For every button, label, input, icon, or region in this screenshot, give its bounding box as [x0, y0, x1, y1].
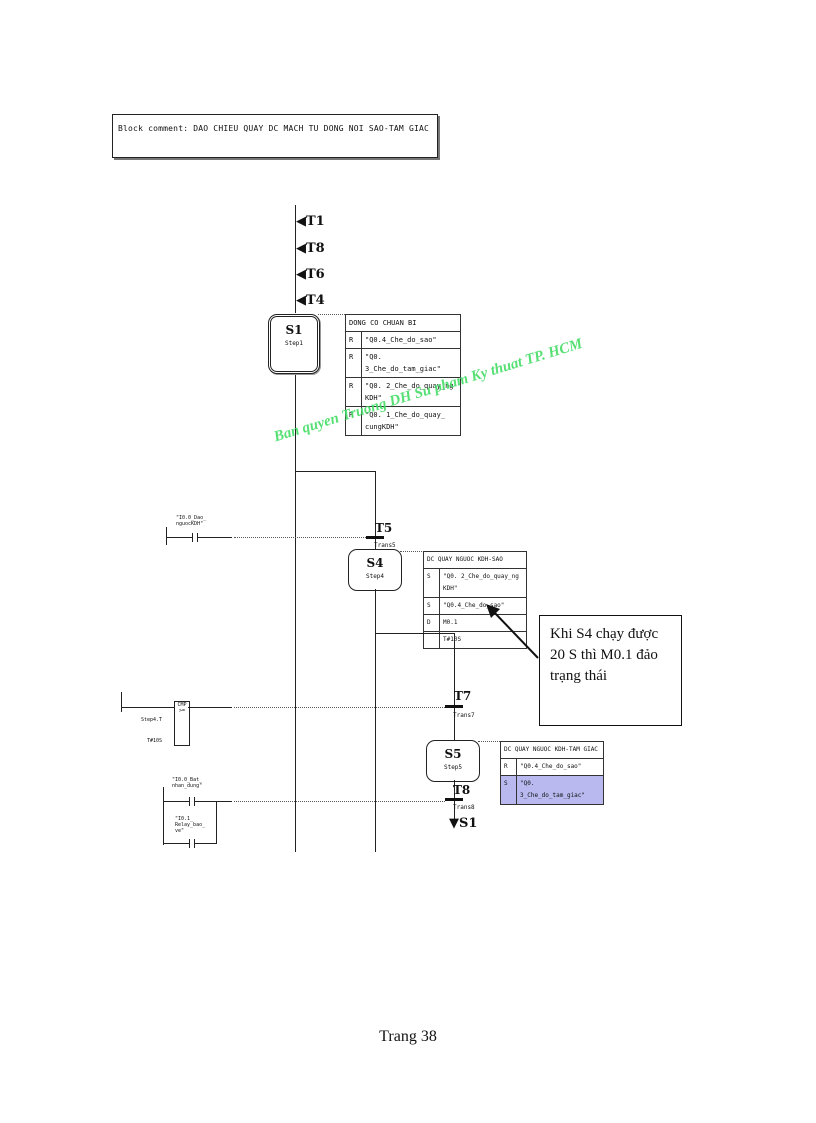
jump-in-t6-label: T6: [306, 267, 325, 282]
t7-wire-b: [188, 707, 232, 708]
step-s4-name: S4: [366, 556, 384, 570]
action-operand: "Q0.4_Che_do_sao": [516, 758, 604, 776]
transition-t5-sub: Trans5: [374, 542, 396, 549]
action-operand: "Q0. 2_Che_do_quay_ng KDH": [439, 568, 527, 598]
t8-contact-2[interactable]: [189, 839, 195, 848]
jump-in-t1[interactable]: ◀T1: [296, 214, 325, 229]
t8-wire-d: [195, 843, 216, 844]
jump-out-s1-label: S1: [459, 816, 478, 831]
jump-out-s1[interactable]: ▼S1: [449, 816, 478, 831]
t7-input-2: T#10S: [147, 738, 163, 744]
jump-in-t6[interactable]: ◀T6: [296, 267, 325, 282]
action-row[interactable]: R"Q0.4_Che_do_sao": [345, 331, 461, 349]
action-row[interactable]: R"Q0. 1_Che_do_quay_ cungKDH": [345, 406, 461, 436]
transition-t5-bar[interactable]: [366, 536, 384, 539]
t8-contact-1-label: "I0.0_Bat_ nhan_dung": [172, 777, 203, 789]
jump-in-t4[interactable]: ◀T4: [296, 293, 325, 308]
t8-condition-link: [234, 801, 445, 802]
branch-line-t5: [295, 471, 375, 472]
s4-line-down: [375, 589, 376, 852]
action-qualifier: D: [423, 614, 440, 632]
step-s5[interactable]: S5 Step5: [426, 740, 480, 782]
action-operand: "Q0.4_Che_do_sao": [361, 331, 461, 349]
t5-contact-label: "I0.0_Dao_ nguocKDH": [176, 515, 207, 527]
t8-right-rail: [216, 801, 217, 844]
action-table-s1: DONG CO CHUAN BI R"Q0.4_Che_do_sao" R"Q0…: [345, 314, 461, 436]
sequence-line-main: [295, 205, 296, 313]
action-row-selected[interactable]: S"Q0. 3_Che_do_tam_giac": [500, 775, 604, 805]
step-s4-action-link: [400, 551, 424, 552]
page-number: Trang 38: [379, 1028, 437, 1045]
action-qualifier: R: [345, 331, 362, 349]
action-table-s4-title: DC QUAY NGUOC KDH-SAO: [423, 551, 527, 569]
transition-t7-bar[interactable]: [445, 705, 463, 708]
t8-contact-1[interactable]: [189, 797, 195, 806]
callout-arrow: [486, 604, 539, 659]
jump-in-t1-label: T1: [306, 214, 325, 229]
action-qualifier: S: [500, 775, 517, 805]
step-s1[interactable]: S1 Step1: [268, 314, 320, 374]
action-row[interactable]: R"Q0.4_Che_do_sao": [500, 758, 604, 776]
step-s4-sub: Step4: [365, 573, 385, 580]
t7-cmp-label: CMP >=: [177, 702, 187, 714]
step-s1-sub: Step1: [284, 340, 304, 347]
branch-line-t5-down: [375, 471, 376, 549]
t5-contact[interactable]: [192, 533, 198, 542]
action-table-s4: DC QUAY NGUOC KDH-SAO S"Q0. 2_Che_do_qua…: [423, 551, 527, 649]
action-table-s1-title: DONG CO CHUAN BI: [345, 314, 461, 332]
action-table-s5: DC QUAY NGUOC KDH-TAM GIAC R"Q0.4_Che_do…: [500, 741, 604, 805]
transition-t8-sub: Trans8: [453, 804, 475, 811]
block-comment-box: Block comment: DAO CHIEU QUAY DC MACH TU…: [112, 114, 438, 158]
t8-wire-b: [195, 801, 232, 802]
jump-in-t4-label: T4: [306, 293, 325, 308]
branch-line-t7-down: [454, 633, 455, 740]
branch-line-t7: [375, 633, 454, 634]
step-s5-sub: Step5: [443, 764, 463, 771]
action-qualifier: R: [345, 348, 362, 378]
t5-left-rail: [166, 527, 167, 545]
action-operand: "Q0. 2_Che_do_quay_ng KDH": [361, 377, 461, 407]
action-row[interactable]: R"Q0. 3_Che_do_tam_giac": [345, 348, 461, 378]
step-s5-name: S5: [444, 747, 462, 761]
t7-condition-link: [234, 707, 445, 708]
t8-left-rail: [163, 787, 164, 845]
action-operand: "Q0. 3_Che_do_tam_giac": [361, 348, 461, 378]
transition-t7-name: T7: [454, 689, 472, 703]
callout-note: Khi S4 chạy được 20 S thì M0.1 đảo trạng…: [539, 615, 682, 726]
t5-wire-b: [198, 537, 232, 538]
block-comment-text: Block comment: DAO CHIEU QUAY DC MACH TU…: [118, 124, 430, 133]
t7-cmp-block[interactable]: CMP >=: [174, 701, 190, 746]
step-s5-action-link: [478, 741, 500, 742]
step-s1-name: S1: [285, 323, 303, 337]
transition-t5-name: T5: [375, 521, 393, 535]
transition-t7-sub: Trans7: [453, 712, 475, 719]
action-operand: "Q0. 3_Che_do_tam_giac": [516, 775, 604, 805]
action-qualifier: S: [423, 597, 440, 615]
step-s4[interactable]: S4 Step4: [348, 549, 402, 591]
action-table-s5-title: DC QUAY NGUOC KDH-TAM GIAC: [500, 741, 604, 759]
t8-wire-c: [163, 843, 189, 844]
t5-wire-a: [166, 537, 192, 538]
s5-line-down: [454, 780, 455, 822]
jump-in-t8-label: T8: [306, 241, 325, 256]
jump-in-t8[interactable]: ◀T8: [296, 241, 325, 256]
action-operand: T#10S: [439, 631, 527, 649]
action-qualifier: [423, 631, 440, 649]
action-row[interactable]: S"Q0. 2_Che_do_quay_ng KDH": [423, 568, 527, 598]
transition-t8-bar[interactable]: [445, 798, 463, 801]
transition-t8-name: T8: [453, 783, 471, 797]
action-qualifier: R: [500, 758, 517, 776]
action-row[interactable]: T#10S: [423, 631, 527, 649]
action-qualifier: S: [423, 568, 440, 598]
t7-wire-a: [121, 707, 174, 708]
t8-contact-2-label: "I0.1_ Relay_bao_ ve": [175, 816, 206, 834]
t7-left-rail: [121, 692, 122, 712]
action-operand: "Q0. 1_Che_do_quay_ cungKDH": [361, 406, 461, 436]
sequence-line-main-lower: [295, 372, 296, 852]
t8-wire-a: [163, 801, 189, 802]
step-s1-action-link: [318, 314, 345, 315]
t5-condition-link: [234, 537, 366, 538]
action-row[interactable]: R"Q0. 2_Che_do_quay_ng KDH": [345, 377, 461, 407]
t7-input-1: Step4.T: [141, 717, 163, 723]
